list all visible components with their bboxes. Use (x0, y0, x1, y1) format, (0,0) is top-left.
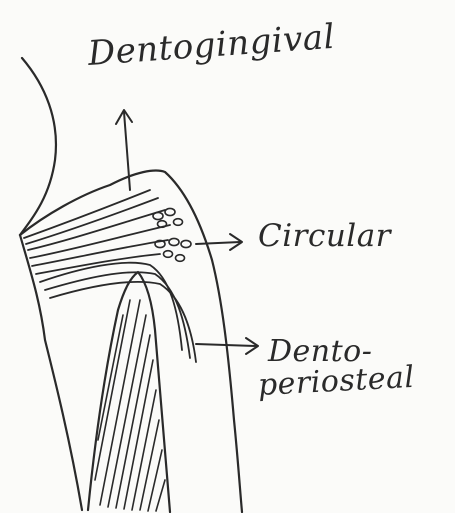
tooth-outline (20, 58, 56, 235)
gingiva-outline (20, 171, 242, 512)
arrow-circular (196, 234, 242, 250)
label-circular: Circular (258, 218, 391, 254)
root-surface (20, 235, 82, 510)
dentogingival-fibers (24, 190, 170, 274)
